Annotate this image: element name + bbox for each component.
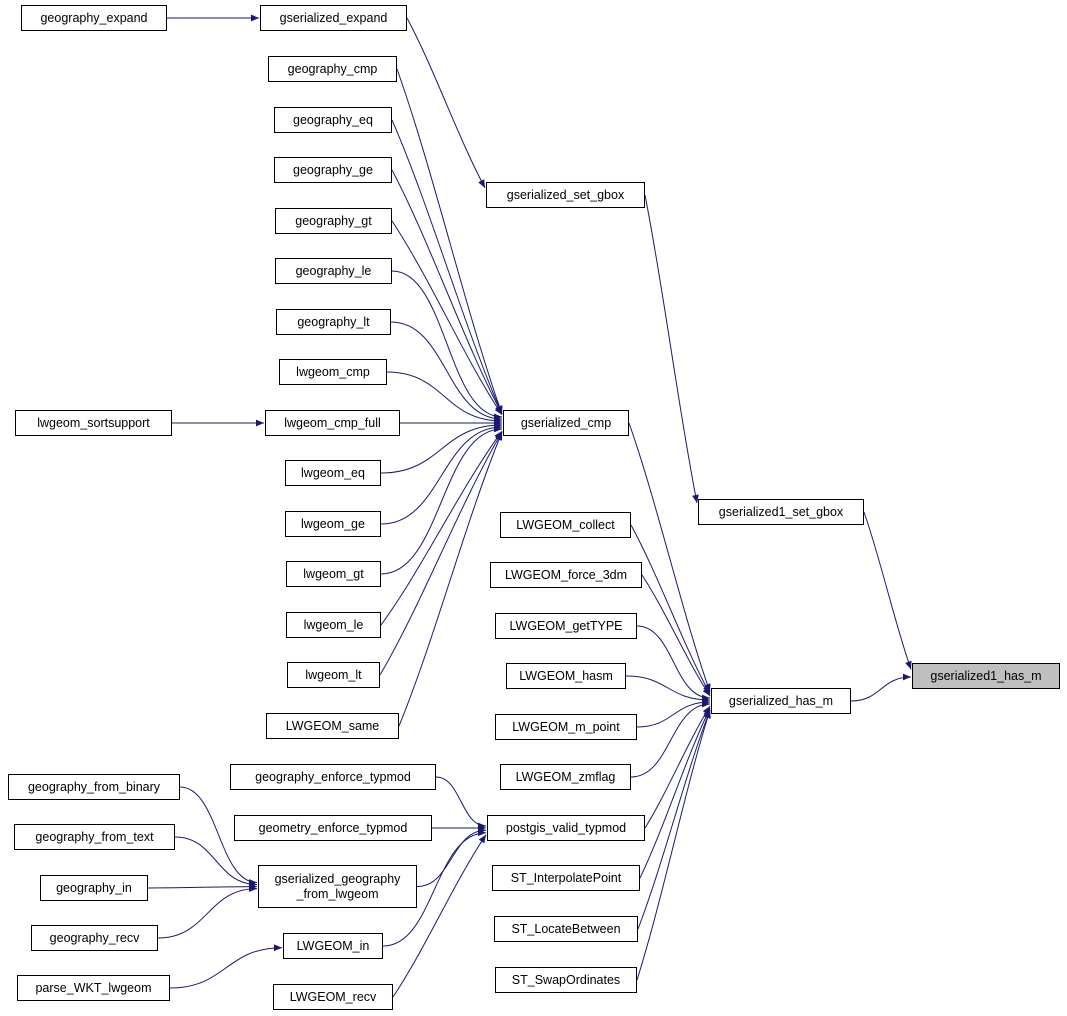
node-LWGEOM_same[interactable]: LWGEOM_same xyxy=(266,713,399,739)
node-LWGEOM_collect[interactable]: LWGEOM_collect xyxy=(500,512,631,538)
edge-geography_lt-to-gserialized_cmp xyxy=(390,321,503,423)
node-gserialized1_set_gbox[interactable]: gserialized1_set_gbox xyxy=(698,499,864,525)
edge-LWGEOM_hasm-to-gserialized_has_m xyxy=(625,675,711,704)
node-geography_gt[interactable]: geography_gt xyxy=(275,208,392,234)
node-geography_from_text[interactable]: geography_from_text xyxy=(14,824,175,850)
node-lwgeom_gt[interactable]: lwgeom_gt xyxy=(286,561,381,587)
node-ST_LocateBetween[interactable]: ST_LocateBetween xyxy=(494,916,638,942)
node-geography_in[interactable]: geography_in xyxy=(40,875,148,901)
node-LWGEOM_getTYPE[interactable]: LWGEOM_getTYPE xyxy=(495,613,637,639)
node-LWGEOM_hasm[interactable]: LWGEOM_hasm xyxy=(506,663,626,689)
node-gserialized_has_m[interactable]: gserialized_has_m xyxy=(711,688,851,714)
edge-LWGEOM_getTYPE-to-gserialized_has_m xyxy=(636,625,711,702)
edge-LWGEOM_collect-to-gserialized_has_m xyxy=(630,524,711,695)
edge-geography_ge-to-gserialized_cmp xyxy=(391,169,503,415)
node-lwgeom_cmp[interactable]: lwgeom_cmp xyxy=(279,359,387,385)
edge-lwgeom_lt-to-gserialized_cmp xyxy=(379,431,503,676)
node-LWGEOM_zmflag[interactable]: LWGEOM_zmflag xyxy=(500,764,631,790)
edge-group xyxy=(147,14,912,998)
node-geometry_enforce_typmod[interactable]: geometry_enforce_typmod xyxy=(234,815,432,841)
edge-lwgeom_cmp-to-gserialized_cmp xyxy=(386,371,503,425)
edge-ST_SwapOrdinates-to-gserialized_has_m xyxy=(636,709,711,981)
node-lwgeom_le[interactable]: lwgeom_le xyxy=(286,612,381,638)
node-gserialized1_has_m[interactable]: gserialized1_has_m xyxy=(912,663,1060,689)
node-ST_SwapOrdinates[interactable]: ST_SwapOrdinates xyxy=(495,967,637,993)
node-gserialized_cmp[interactable]: gserialized_cmp xyxy=(503,410,629,436)
edge-geography_le-to-gserialized_cmp xyxy=(391,270,503,421)
edge-gserialized_set_gbox-to-gserialized1_set_gbox xyxy=(644,194,699,504)
node-geography_ge[interactable]: geography_ge xyxy=(274,157,392,183)
edge-geography_eq-to-gserialized_cmp xyxy=(391,119,503,415)
edge-lwgeom_eq-to-gserialized_cmp xyxy=(380,421,503,474)
edge-geography_from_binary-to-gserialized_geography_from_lwgeom xyxy=(179,786,258,886)
node-geography_lt[interactable]: geography_lt xyxy=(276,309,391,335)
node-lwgeom_ge[interactable]: lwgeom_ge xyxy=(285,511,381,537)
edge-LWGEOM_same-to-gserialized_cmp xyxy=(398,431,503,727)
edge-ST_InterpolatePoint-to-gserialized_has_m xyxy=(639,707,711,879)
edge-geography_from_text-to-gserialized_geography_from_lwgeom xyxy=(174,836,258,888)
node-lwgeom_cmp_full[interactable]: lwgeom_cmp_full xyxy=(265,410,400,436)
edge-lwgeom_gt-to-gserialized_cmp xyxy=(380,425,503,575)
edge-LWGEOM_recv-to-postgis_valid_typmod xyxy=(392,834,487,998)
node-geography_enforce_typmod[interactable]: geography_enforce_typmod xyxy=(230,764,436,790)
node-geography_cmp[interactable]: geography_cmp xyxy=(268,56,397,82)
node-parse_WKT_lwgeom[interactable]: parse_WKT_lwgeom xyxy=(17,975,170,1001)
node-geography_from_binary[interactable]: geography_from_binary xyxy=(8,774,180,800)
node-gserialized_expand[interactable]: gserialized_expand xyxy=(260,5,407,31)
edge-LWGEOM_zmflag-to-gserialized_has_m xyxy=(630,700,711,778)
edge-postgis_valid_typmod-to-gserialized_has_m xyxy=(644,705,711,829)
edge-LWGEOM_force_3dm-to-gserialized_has_m xyxy=(641,574,711,697)
edge-lwgeom_ge-to-gserialized_cmp xyxy=(380,423,503,525)
edge-ST_LocateBetween-to-gserialized_has_m xyxy=(637,709,711,930)
edge-gserialized_geography_from_lwgeom-to-postgis_valid_typmod xyxy=(416,826,487,887)
edge-gserialized_expand-to-gserialized_set_gbox xyxy=(406,17,486,189)
node-postgis_valid_typmod[interactable]: postgis_valid_typmod xyxy=(487,815,645,841)
node-LWGEOM_force_3dm[interactable]: LWGEOM_force_3dm xyxy=(490,562,642,588)
edge-geography_cmp-to-gserialized_cmp xyxy=(396,68,503,415)
node-LWGEOM_m_point[interactable]: LWGEOM_m_point xyxy=(495,714,637,740)
edge-LWGEOM_in-to-postgis_valid_typmod xyxy=(382,829,487,947)
edge-lwgeom_le-to-gserialized_cmp xyxy=(380,430,503,626)
node-lwgeom_lt[interactable]: lwgeom_lt xyxy=(287,662,380,688)
node-gserialized_set_gbox[interactable]: gserialized_set_gbox xyxy=(486,182,645,208)
edge-geography_in-to-gserialized_geography_from_lwgeom xyxy=(147,883,258,891)
edge-LWGEOM_m_point-to-gserialized_has_m xyxy=(636,698,711,728)
node-LWGEOM_recv[interactable]: LWGEOM_recv xyxy=(273,984,393,1010)
node-ST_InterpolatePoint[interactable]: ST_InterpolatePoint xyxy=(492,865,640,891)
edge-geography_gt-to-gserialized_cmp xyxy=(391,220,503,416)
edge-gserialized_has_m-to-gserialized1_has_m xyxy=(850,673,912,702)
node-geography_expand[interactable]: geography_expand xyxy=(21,5,167,31)
node-geography_eq[interactable]: geography_eq xyxy=(274,107,392,133)
edge-geography_recv-to-gserialized_geography_from_lwgeom xyxy=(157,885,258,939)
node-lwgeom_sortsupport[interactable]: lwgeom_sortsupport xyxy=(15,410,172,436)
node-gserialized_geography_from_lwgeom[interactable]: gserialized_geography _from_lwgeom xyxy=(258,865,417,908)
node-geography_recv[interactable]: geography_recv xyxy=(31,925,158,951)
edge-parse_WKT_lwgeom-to-LWGEOM_in xyxy=(169,944,283,989)
edge-gserialized_cmp-to-gserialized_has_m xyxy=(628,422,711,693)
edge-gserialized1_set_gbox-to-gserialized1_has_m xyxy=(863,511,912,670)
node-lwgeom_eq[interactable]: lwgeom_eq xyxy=(285,460,381,486)
edge-geography_enforce_typmod-to-postgis_valid_typmod xyxy=(435,776,487,830)
node-LWGEOM_in[interactable]: LWGEOM_in xyxy=(283,933,383,959)
node-geography_le[interactable]: geography_le xyxy=(275,258,392,284)
